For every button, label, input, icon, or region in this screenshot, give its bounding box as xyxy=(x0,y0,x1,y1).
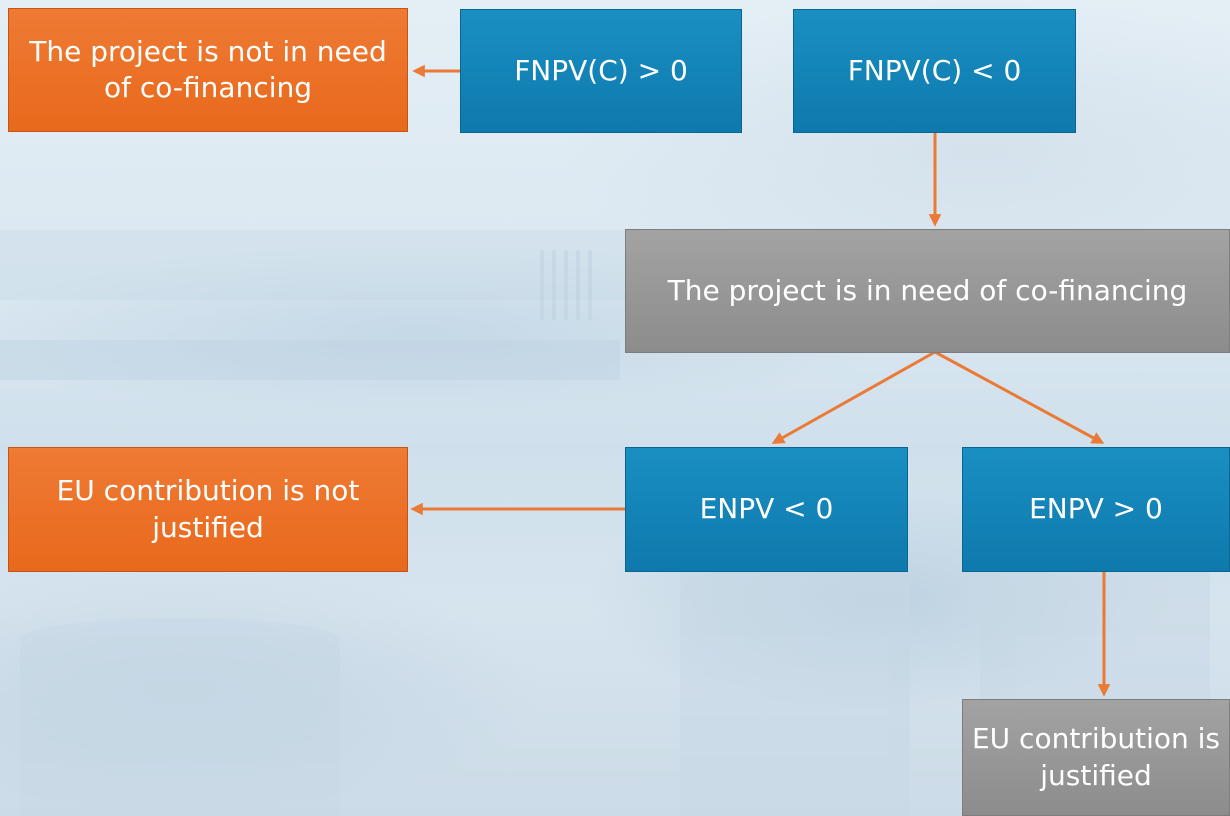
fnpv-negative-box: FNPV(C) < 0 xyxy=(793,9,1076,133)
not-need-cofinancing-box: The project is not in need of co-financi… xyxy=(8,8,408,132)
fnpv-positive-label: FNPV(C) > 0 xyxy=(514,53,688,87)
enpv-negative-box: ENPV < 0 xyxy=(625,447,908,572)
contribution-not-justified-box: EU contribution is not justified xyxy=(8,447,408,572)
fnpv-negative-label: FNPV(C) < 0 xyxy=(847,53,1022,87)
enpv-positive-box: ENPV > 0 xyxy=(962,447,1230,572)
enpv-negative-label: ENPV < 0 xyxy=(699,492,834,526)
need-cofinancing-label: The project is in need of co-financing xyxy=(667,273,1188,307)
contribution-not-justified-label: EU contribution is not justified xyxy=(56,474,360,544)
need-cofinancing-box: The project is in need of co-financing xyxy=(625,229,1230,353)
enpv-positive-label: ENPV > 0 xyxy=(1029,492,1163,526)
fnpv-positive-box: FNPV(C) > 0 xyxy=(460,9,742,133)
not-need-cofinancing-label: The project is not in need of co-financi… xyxy=(29,34,387,104)
contribution-justified-label: EU contribution is justified xyxy=(971,722,1221,792)
arrow-need-to-enpv-negative xyxy=(771,350,936,444)
arrow-need-to-enpv-positive xyxy=(934,350,1105,444)
contribution-justified-box: EU contribution is justified xyxy=(962,699,1230,816)
